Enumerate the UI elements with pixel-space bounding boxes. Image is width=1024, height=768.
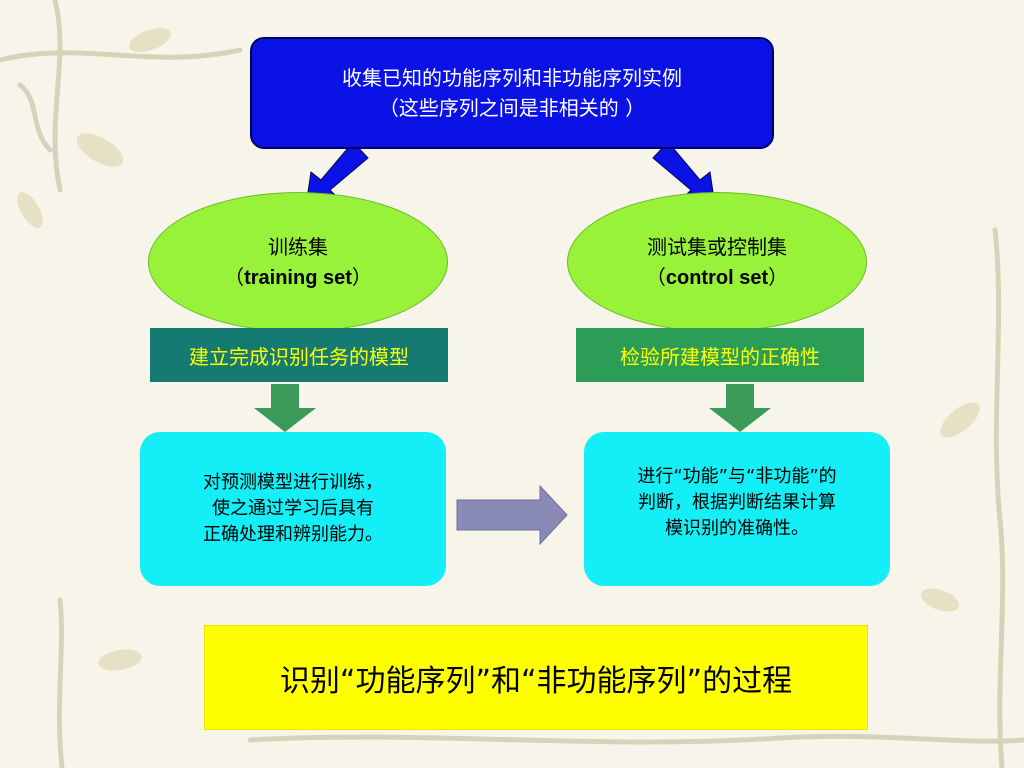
build-model-box: 建立完成识别任务的模型 bbox=[150, 328, 448, 382]
arrow-test-task-to-desc bbox=[709, 384, 771, 432]
test-desc-line: 判断，根据判断结果计算 bbox=[638, 492, 836, 513]
training-set-english: （training set） bbox=[224, 262, 372, 293]
training-set-name: 训练集 bbox=[268, 234, 328, 259]
close-paren: ） bbox=[351, 264, 372, 289]
process-title: 识别“功能序列”和“非功能序列”的过程 bbox=[204, 625, 868, 730]
train-desc-line: 使之通过学习后具有 bbox=[212, 498, 374, 519]
verify-model-box: 检验所建模型的正确性 bbox=[576, 328, 864, 382]
collect-examples-line1: 收集已知的功能序列和非功能序列实例 bbox=[342, 66, 682, 90]
collect-examples-line2: （这些序列之间是非相关的 ） bbox=[378, 96, 646, 120]
arrow-train-task-to-desc bbox=[254, 384, 316, 432]
test-desc-line: 模识别的准确性。 bbox=[665, 518, 809, 539]
collect-examples-box: 收集已知的功能序列和非功能序列实例 （这些序列之间是非相关的 ） bbox=[250, 37, 774, 149]
training-set-en-label: training set bbox=[244, 266, 352, 289]
close-paren: ） bbox=[768, 264, 789, 289]
control-set-english: （control set） bbox=[646, 262, 788, 293]
test-desc-line: 进行“功能”与“非功能”的 bbox=[637, 466, 837, 487]
control-set-en-label: control set bbox=[665, 266, 769, 289]
train-desc-line: 正确处理和辨别能力。 bbox=[203, 524, 383, 545]
training-set-ellipse: 训练集 （training set） bbox=[148, 192, 448, 332]
open-paren: （ bbox=[224, 264, 245, 289]
test-model-description: 进行“功能”与“非功能”的 判断，根据判断结果计算 模识别的准确性。 bbox=[584, 432, 890, 586]
train-model-description: 对预测模型进行训练， 使之通过学习后具有 正确处理和辨别能力。 bbox=[140, 432, 446, 586]
arrow-train-to-test bbox=[456, 484, 568, 546]
control-set-ellipse: 测试集或控制集 （control set） bbox=[567, 192, 867, 332]
train-desc-line: 对预测模型进行训练， bbox=[203, 472, 383, 493]
control-set-name: 测试集或控制集 bbox=[647, 234, 787, 259]
open-paren: （ bbox=[645, 264, 666, 289]
